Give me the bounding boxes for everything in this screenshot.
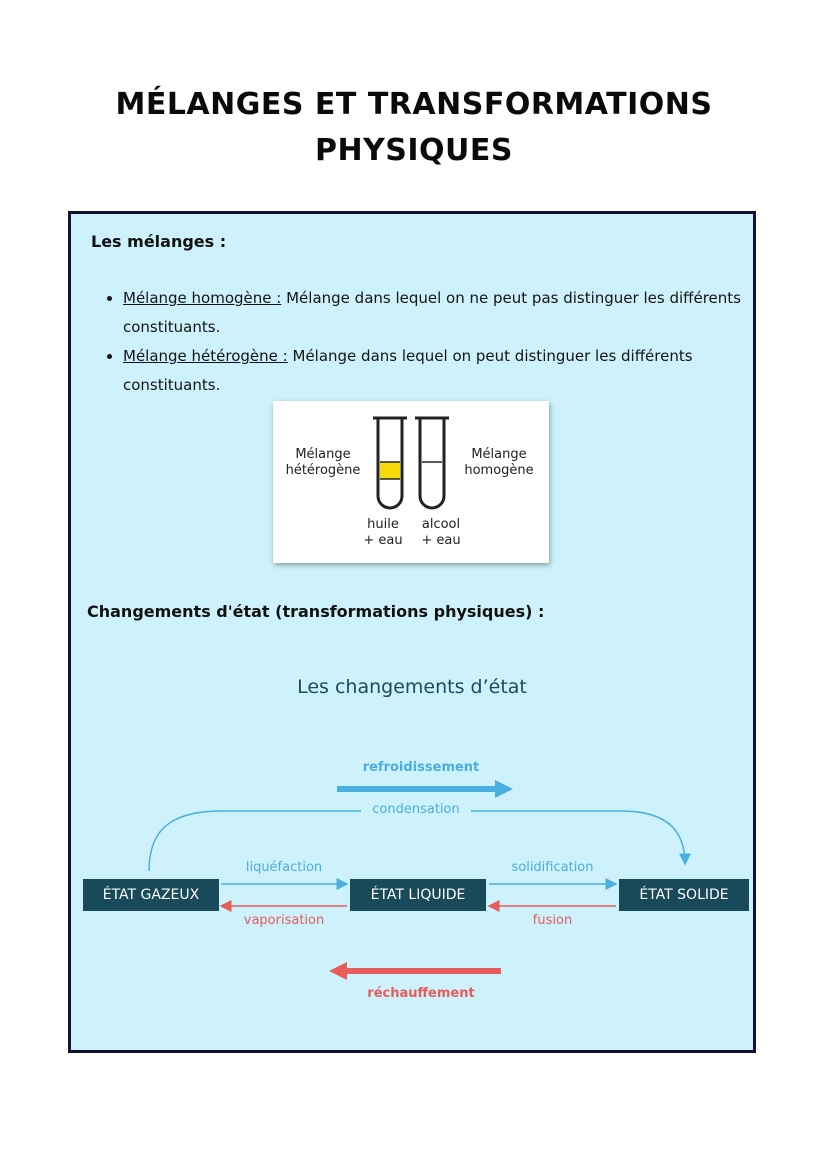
label-oil-water: huile + eau bbox=[363, 517, 403, 548]
state-gas-box: ÉTAT GAZEUX bbox=[83, 879, 219, 911]
label-condensation: condensation bbox=[361, 802, 471, 817]
state-changes-arrows bbox=[148, 780, 691, 980]
tube-homogeneous bbox=[418, 419, 446, 510]
list-item: Mélange hétérogène : Mélange dans lequel… bbox=[123, 342, 763, 400]
list-item: Mélange homogène : Mélange dans lequel o… bbox=[123, 284, 763, 342]
test-tubes-figure: Mélange hétérogène Mélange homogène huil… bbox=[273, 401, 549, 563]
term-heterogeneous: Mélange hétérogène : bbox=[123, 347, 288, 365]
state-changes-heading: Changements d'état (transformations phys… bbox=[87, 602, 545, 621]
oil-layer bbox=[380, 462, 400, 479]
label-homogeneous: Mélange homogène bbox=[464, 447, 534, 478]
tube-heterogeneous bbox=[376, 419, 404, 510]
label-vaporisation: vaporisation bbox=[243, 913, 325, 928]
page-title: Mélanges et transformations physiques bbox=[0, 82, 828, 174]
mixtures-heading: Les mélanges : bbox=[91, 232, 227, 251]
mixture-definitions: Mélange homogène : Mélange dans lequel o… bbox=[99, 284, 763, 400]
state-liquid-box: ÉTAT LIQUIDE bbox=[350, 879, 486, 911]
label-cooling: refroidissement bbox=[362, 760, 480, 775]
page-title-line-2: physiques bbox=[314, 133, 514, 168]
state-solid-box: ÉTAT SOLIDE bbox=[619, 879, 749, 911]
label-solidification: solidification bbox=[511, 860, 594, 875]
definition-heterogeneous: Mélange dans lequel on peut distinguer l… bbox=[123, 347, 693, 394]
label-fusion: fusion bbox=[532, 913, 573, 928]
diagram-title: Les changements d’état bbox=[297, 676, 527, 698]
term-homogeneous: Mélange homogène : bbox=[123, 289, 282, 307]
label-liquefaction: liquéfaction bbox=[245, 860, 323, 875]
test-tubes-drawing bbox=[373, 416, 449, 510]
page-title-line-1: Mélanges et transformations bbox=[115, 87, 713, 122]
definition-homogeneous: Mélange dans lequel on ne peut pas disti… bbox=[123, 289, 741, 336]
label-heterogeneous: Mélange hétérogène bbox=[285, 447, 361, 478]
label-alcohol-water: alcool + eau bbox=[421, 517, 461, 548]
label-heating: réchauffement bbox=[367, 986, 475, 1001]
content-card: Les mélanges : Mélange homogène : Mélang… bbox=[68, 211, 756, 1053]
